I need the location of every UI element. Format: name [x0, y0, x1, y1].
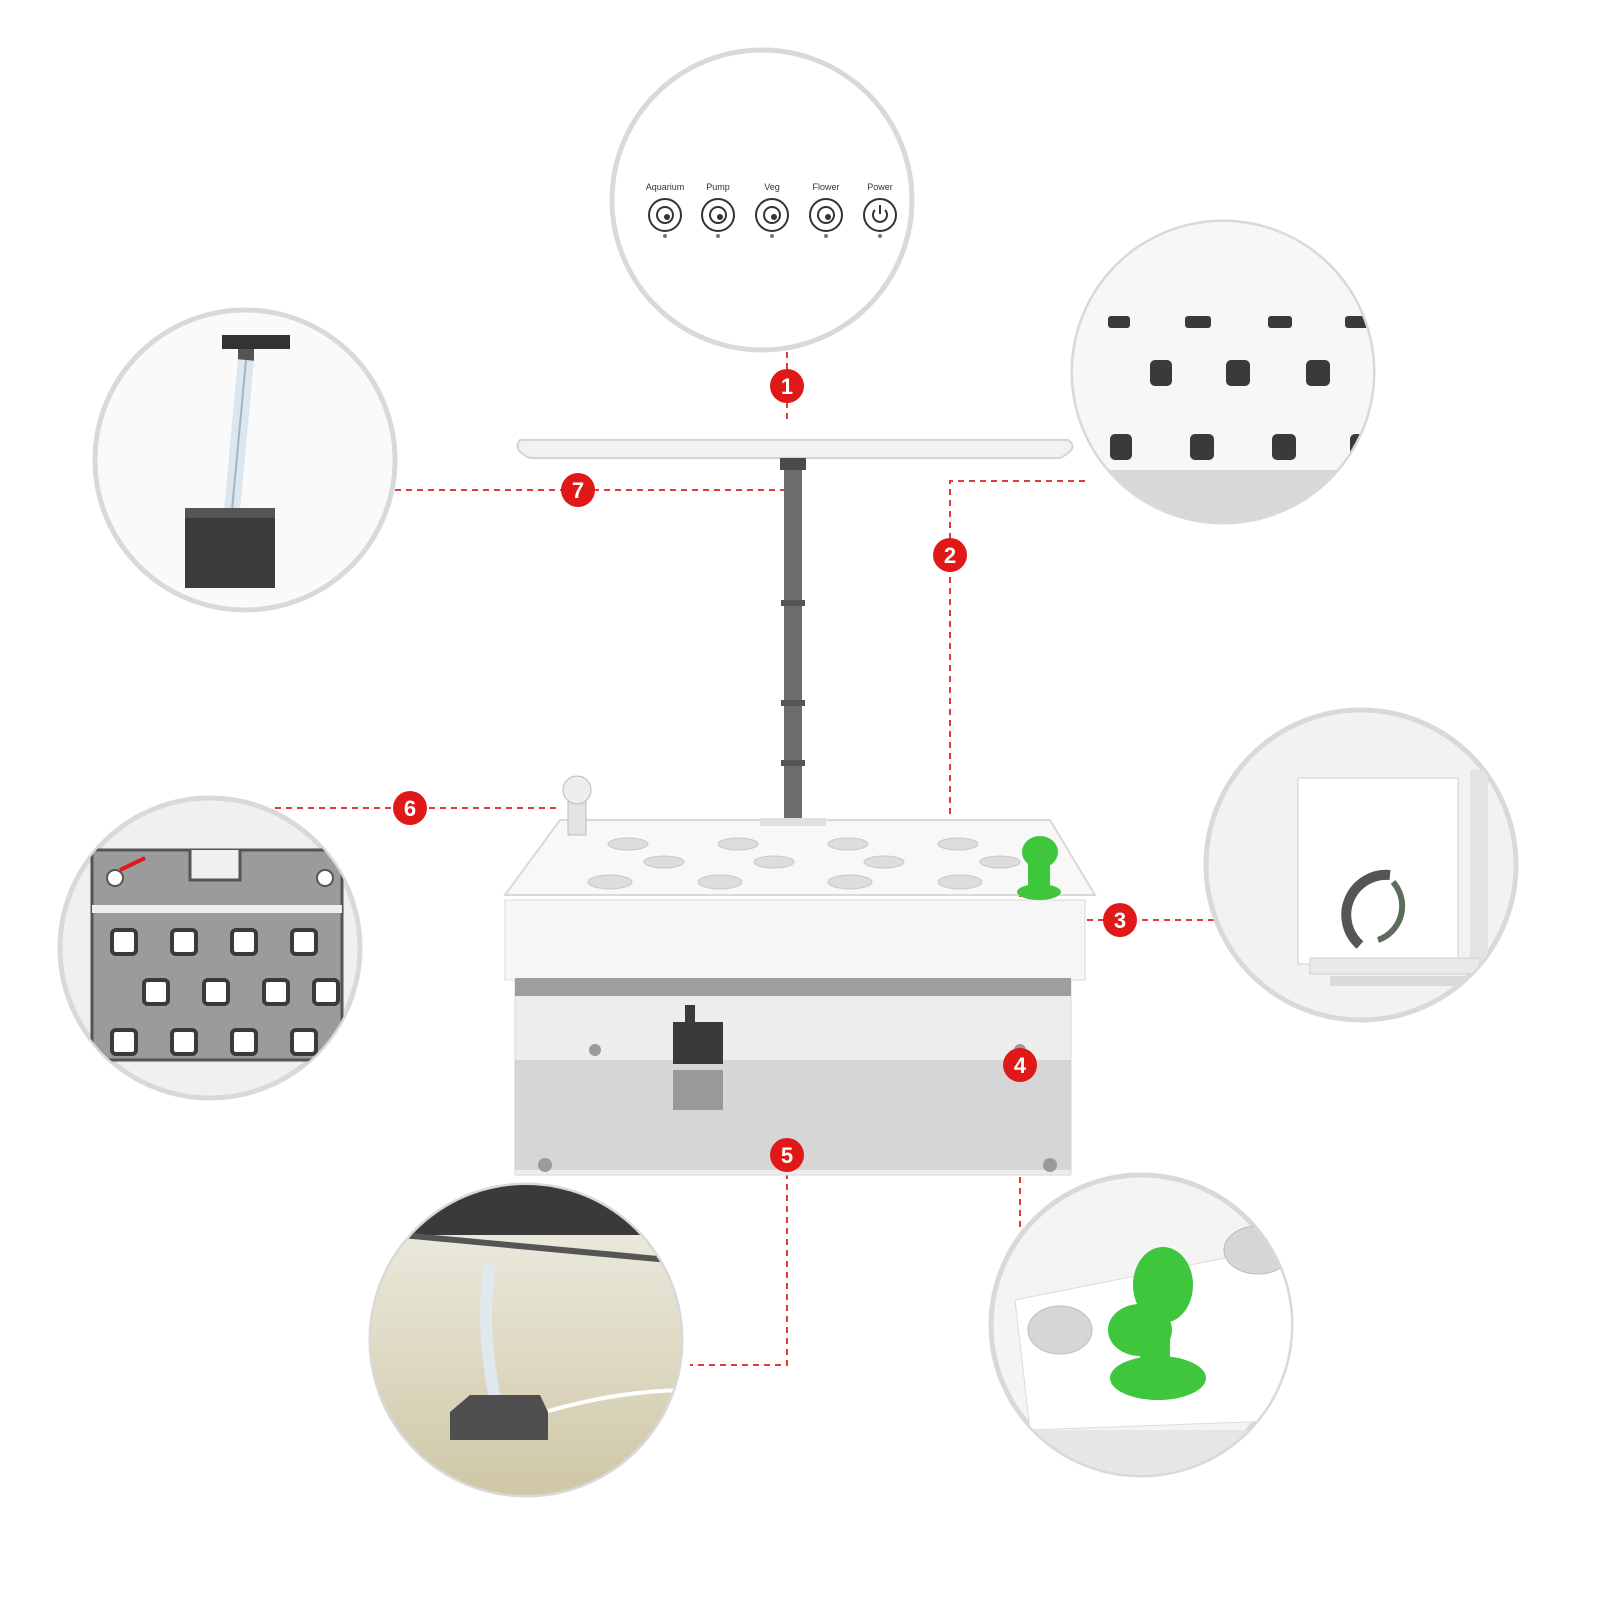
indicator-dot	[663, 234, 667, 238]
pump-icon	[709, 206, 727, 224]
callout-number: 5	[781, 1143, 793, 1168]
telescopic-pole	[784, 458, 802, 818]
callout-number: 6	[404, 796, 416, 821]
pot-holes	[587, 837, 1021, 890]
indicator-dot	[770, 234, 774, 238]
pole-base	[185, 508, 275, 588]
deck-pot-holes	[1108, 316, 1373, 460]
control-button-label: Power	[867, 182, 893, 192]
leader-line-5	[690, 975, 788, 1366]
detail-water-window	[1203, 707, 1519, 1023]
callout-6: 6	[393, 791, 427, 825]
detail-control-panel: Aquarium Pump Veg Flower Power	[609, 47, 915, 353]
power-icon	[872, 205, 888, 223]
control-buttons: Aquarium Pump Veg Flower Power	[646, 182, 897, 238]
control-button-label: Flower	[812, 182, 839, 192]
pump-unit	[450, 1395, 548, 1440]
detail-deck-underside	[57, 795, 363, 1101]
fish-icon	[656, 206, 674, 224]
control-button-veg[interactable]: Veg	[755, 182, 789, 238]
callout-number: 3	[1114, 908, 1126, 933]
indicator-dot	[716, 234, 720, 238]
callout-number: 4	[1014, 1053, 1027, 1078]
indicator-dot	[824, 234, 828, 238]
pump-body	[673, 1022, 723, 1064]
deck-housing	[504, 899, 1086, 981]
float-green	[1108, 1247, 1206, 1400]
detail-planting-deck	[1070, 219, 1376, 525]
callout-1: 1	[770, 369, 804, 403]
control-button-pump[interactable]: Pump	[701, 182, 735, 238]
callout-number: 7	[572, 478, 584, 503]
callout-number: 2	[944, 543, 956, 568]
callout-3: 3	[1103, 903, 1137, 937]
control-button-aquarium[interactable]: Aquarium	[646, 182, 685, 238]
flower-icon	[817, 206, 835, 224]
indicator-dot	[878, 234, 882, 238]
control-button-label: Pump	[706, 182, 730, 192]
detail-water-pump	[368, 1182, 684, 1498]
callout-5: 5	[770, 1138, 804, 1172]
callout-markers: 1 2 3 4 5 6 7	[393, 369, 1137, 1172]
leaf-icon	[763, 206, 781, 224]
callout-4: 4	[1003, 1048, 1037, 1082]
lamp-panel	[516, 439, 1074, 459]
detail-telescopic-pole	[92, 307, 398, 613]
underside-pot-grid	[110, 928, 340, 1056]
detail-water-float	[988, 1172, 1294, 1478]
control-button-label: Veg	[764, 182, 780, 192]
leader-line-2	[949, 480, 1085, 820]
control-button-label: Aquarium	[646, 182, 685, 192]
callout-7: 7	[561, 473, 595, 507]
callout-2: 2	[933, 538, 967, 572]
callout-number: 1	[781, 374, 793, 399]
water-level-float	[1017, 836, 1061, 900]
control-button-power[interactable]: Power	[863, 182, 897, 238]
control-button-flower[interactable]: Flower	[809, 182, 843, 238]
